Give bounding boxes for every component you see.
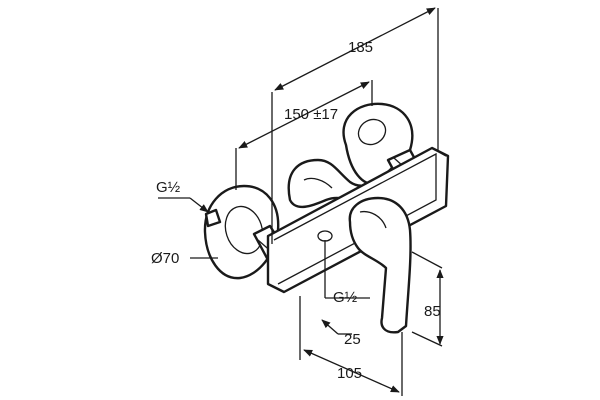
dimension-projection (299, 332, 403, 396)
mixer-body (203, 102, 450, 334)
dimension-height (411, 251, 444, 347)
dimension-outlet-thread (324, 240, 370, 299)
dimension-inlet-thread (158, 197, 209, 213)
label-projection: 105 (337, 365, 362, 382)
lever-handle (348, 196, 412, 334)
label-outlet-thread: G½ (333, 289, 358, 306)
label-spacing: 150 ±17 (284, 106, 338, 123)
outlet-port (317, 230, 333, 242)
label-overall-width: 185 (348, 39, 373, 56)
label-height: 85 (424, 303, 441, 320)
dimension-spacing (235, 80, 373, 190)
label-outlet-offset: 25 (344, 331, 361, 348)
label-inlet-thread: G½ (156, 179, 181, 196)
inlet-thread-stub (204, 208, 222, 228)
dimension-outlet-offset (299, 296, 352, 350)
label-rosette-diameter: Ø70 (151, 250, 179, 267)
